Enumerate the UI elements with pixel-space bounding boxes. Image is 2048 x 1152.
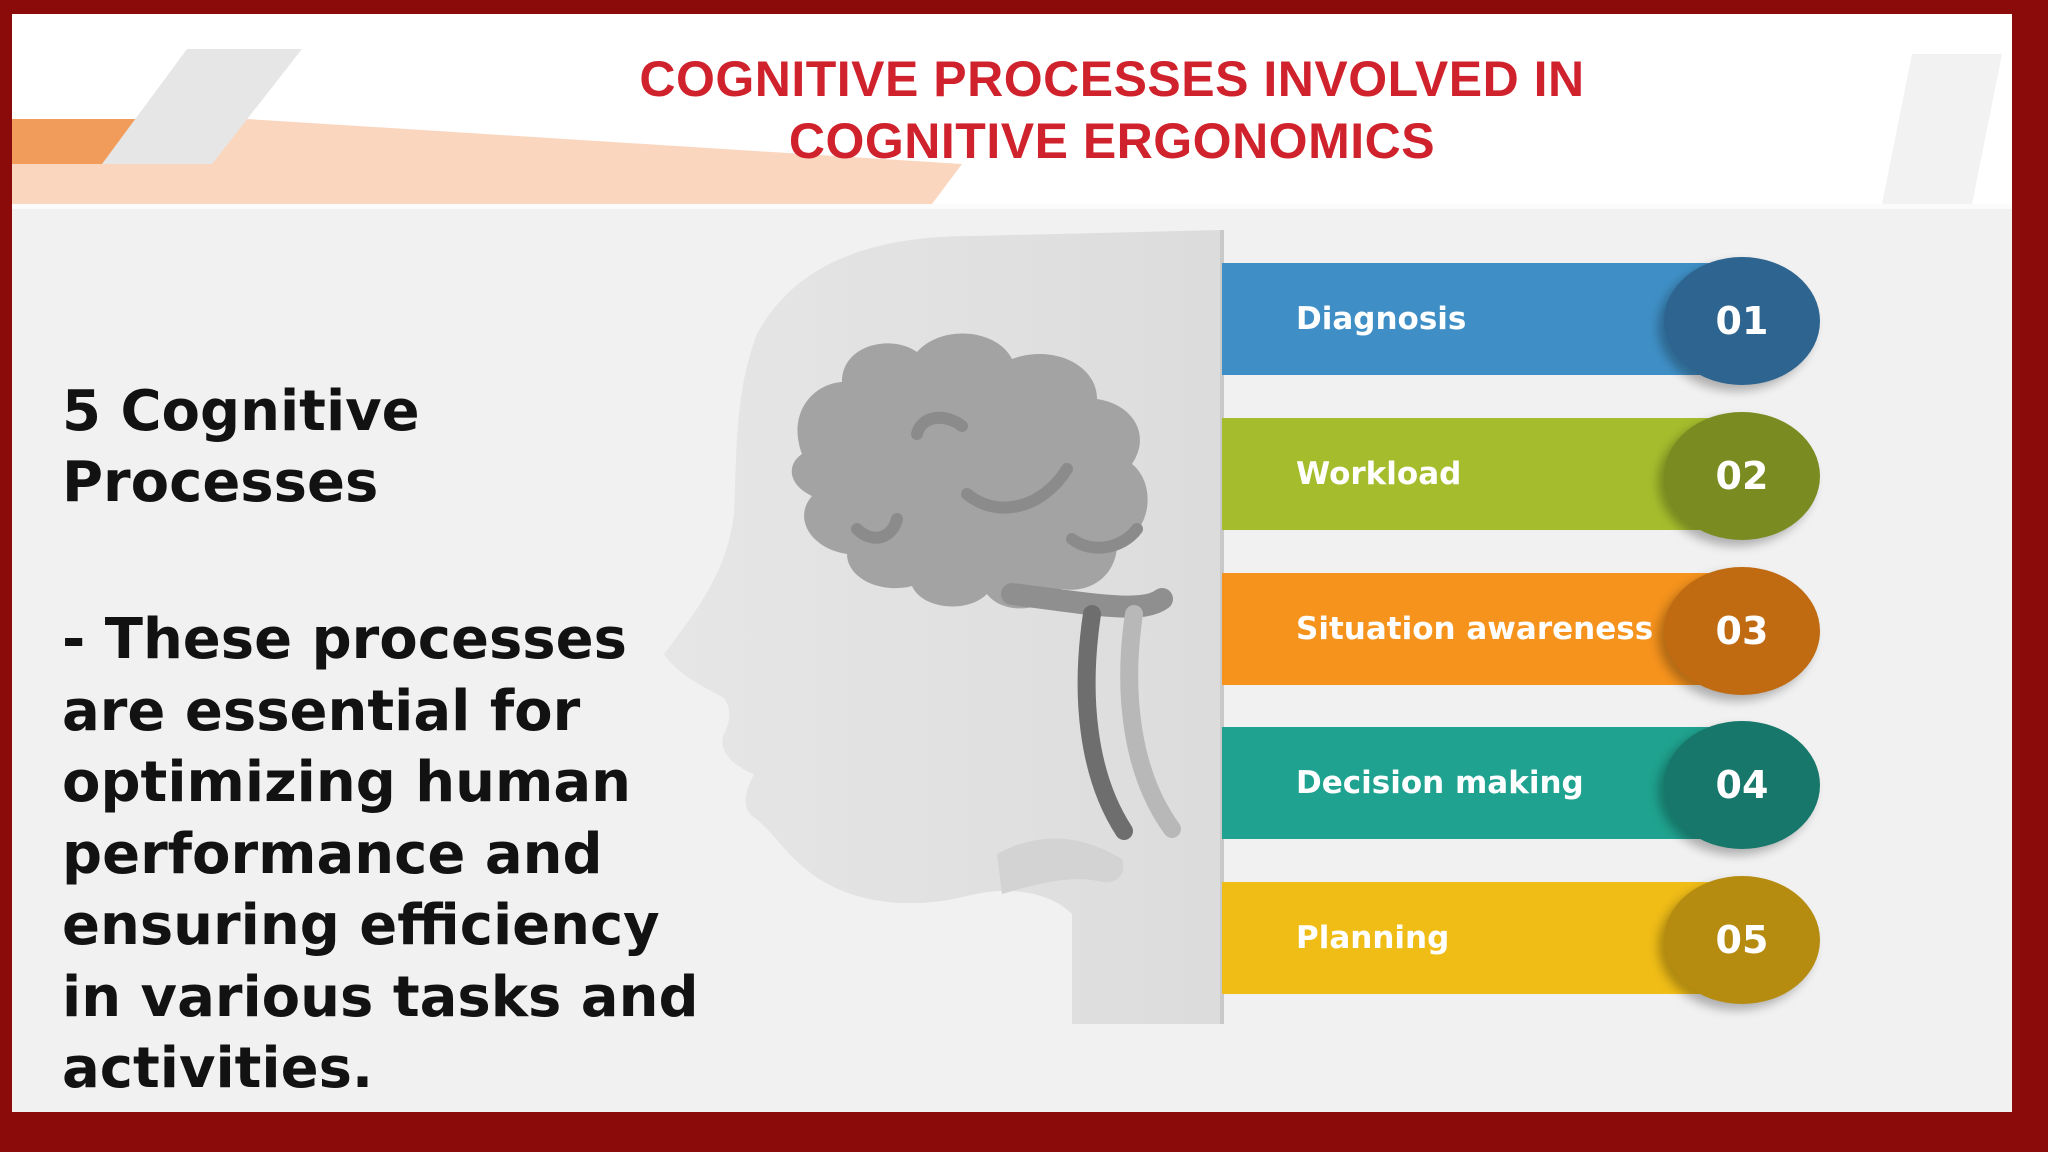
body-line: - These processes [62, 607, 627, 672]
process-number: 02 [1715, 454, 1769, 498]
title-line-2: COGNITIVE ERGONOMICS [788, 113, 1436, 169]
process-number-badge [1664, 721, 1820, 849]
process-label: Situation awareness [1296, 611, 1654, 647]
orange-accent-fade [12, 119, 962, 204]
slide-body: - These processes are essential for opti… [62, 604, 702, 1105]
process-number-badge [1664, 412, 1820, 540]
spinal-cord-right [1120, 605, 1181, 838]
header-decoration [12, 49, 2002, 204]
grey-corner-stripe [1882, 54, 2002, 204]
grey-accent-stripe [102, 49, 302, 164]
process-label: Planning [1296, 920, 1450, 956]
process-label: Workload [1296, 456, 1462, 492]
process-number: 03 [1715, 609, 1769, 653]
body-line: in various tasks and [62, 964, 699, 1030]
slide-header: COGNITIVE PROCESSES INVOLVED IN COGNITIV… [12, 14, 2012, 204]
body-line: are essential for [62, 678, 581, 744]
process-number: 05 [1715, 918, 1769, 962]
brain-fold-2 [961, 463, 1073, 514]
cerebellum [1001, 583, 1173, 618]
process-label: Diagnosis [1296, 301, 1467, 337]
body-line: performance and [62, 821, 603, 887]
body-line: optimizing human [62, 750, 632, 815]
process-label: Decision making [1296, 765, 1584, 801]
title-line-1: COGNITIVE PROCESSES INVOLVED IN [639, 51, 1585, 107]
jaw-shadow [997, 838, 1124, 894]
heading-line-2: Processes [62, 450, 379, 515]
slide: COGNITIVE PROCESSES INVOLVED IN COGNITIV… [12, 14, 2012, 1112]
process-number: 01 [1715, 299, 1769, 343]
heading-line-1: 5 Cognitive [62, 379, 420, 444]
process-number: 04 [1715, 763, 1769, 807]
brain-fold-4 [851, 513, 903, 544]
body-line: activities. [62, 1036, 374, 1101]
slide-heading: 5 Cognitive Processes [62, 376, 622, 518]
spinal-cord-left [1077, 605, 1133, 840]
brain-icon [791, 333, 1181, 840]
process-number-badge [1664, 876, 1820, 1004]
brain-fold-1 [911, 411, 968, 440]
slide-title: COGNITIVE PROCESSES INVOLVED IN COGNITIV… [412, 48, 1812, 172]
head-with-brain-icon [664, 230, 1224, 1024]
brain-fold-3 [1066, 523, 1143, 554]
process-number-badge [1664, 257, 1820, 385]
process-number-badge [1664, 567, 1820, 695]
body-line: ensuring efficiency [62, 893, 660, 958]
